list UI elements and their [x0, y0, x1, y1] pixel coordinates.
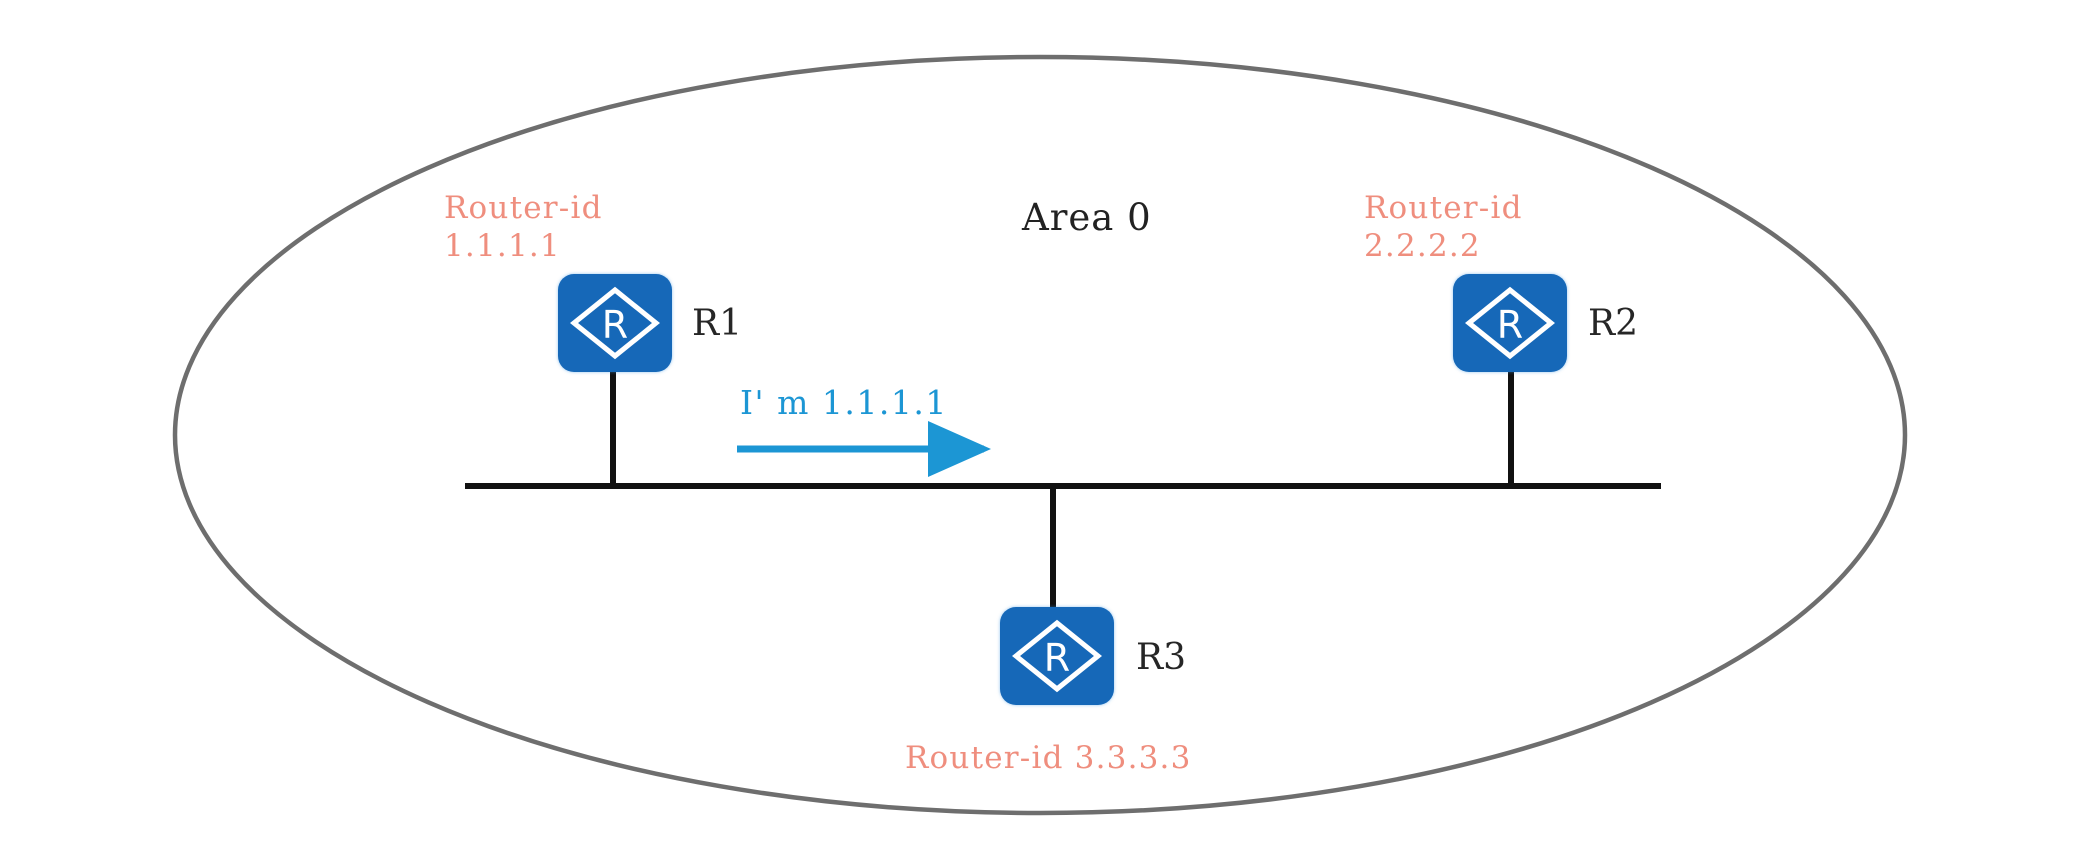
svg-text:R: R — [1044, 636, 1070, 680]
svg-text:R: R — [1497, 303, 1523, 347]
area-boundary-ellipse — [172, 54, 1908, 816]
router-name-r2: R2 — [1588, 303, 1639, 344]
router-diamond-icon: R — [1465, 286, 1555, 360]
router-icon-r2[interactable]: R — [1453, 274, 1567, 372]
router-icon-r3[interactable]: R — [1000, 607, 1114, 705]
router-id-value-r1: 1.1.1.1 — [444, 228, 561, 264]
router-id-caption-r3: Router-id 3.3.3.3 — [905, 740, 1192, 776]
area-label: Area 0 — [1022, 196, 1152, 239]
router-id-caption-r1: Router-id — [444, 190, 603, 226]
router-icon-r1[interactable]: R — [558, 274, 672, 372]
router-id-value-r2: 2.2.2.2 — [1364, 228, 1481, 264]
router-name-r3: R3 — [1136, 637, 1187, 678]
router-id-caption-r2: Router-id — [1364, 190, 1523, 226]
router-diamond-icon: R — [570, 286, 660, 360]
hello-message-text: I' m 1.1.1.1 — [740, 383, 948, 422]
svg-text:R: R — [602, 303, 628, 347]
router-name-r1: R1 — [692, 303, 743, 344]
router-diamond-icon: R — [1012, 619, 1102, 693]
